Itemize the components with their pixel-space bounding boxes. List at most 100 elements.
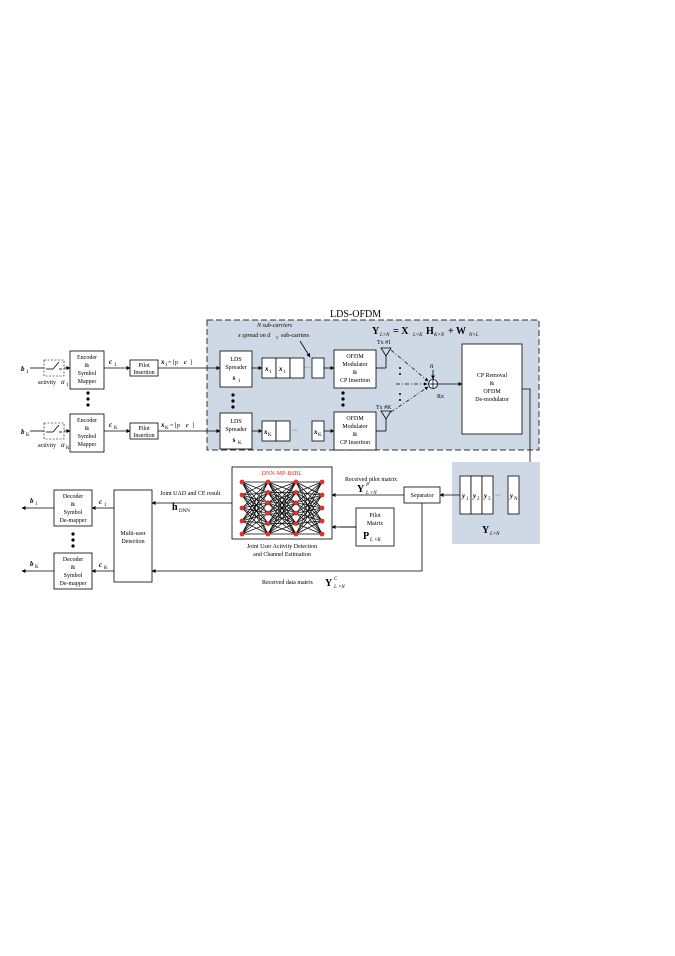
lds-1-s: s (233, 374, 236, 382)
nn-edge (241, 492, 269, 509)
pilot-k-l1: Pilot (138, 426, 150, 432)
user-dots-ofdm (341, 391, 345, 407)
nn-edge (241, 502, 269, 535)
pilot-matrix-p: P (363, 531, 369, 542)
alphak: α (61, 441, 65, 449)
cell-k-2 (275, 420, 291, 442)
cell-1-2-label: x (278, 365, 283, 373)
encoder-1-l1: Encoder (77, 355, 97, 361)
nn-neuron (239, 479, 245, 485)
dnn-label: DNN-MP-BSBL (262, 471, 303, 477)
nn-neuron (265, 490, 271, 495)
nn-neuron (319, 492, 325, 498)
nn-neuron (265, 531, 271, 537)
ofdm-k-l2: Modulator (342, 424, 367, 430)
nn-neuron (265, 510, 271, 516)
nn-edge (295, 494, 323, 504)
channel-path-k (390, 386, 429, 413)
svg-text:x: x (160, 358, 165, 366)
b1-sub: 1 (26, 370, 29, 375)
nn-edge (241, 512, 269, 535)
ck-label: c (109, 421, 112, 429)
b1-label: b (21, 365, 25, 373)
dnn-caption-1: Joint User Activity Detection (247, 544, 317, 550)
nn-edge (241, 492, 269, 535)
svg-text:H: H (426, 326, 434, 337)
dnn-caption-2: and Channel Estimation (253, 552, 311, 558)
y-cell-3-sub: 3 (488, 497, 491, 502)
nn-edge (241, 520, 269, 535)
nn-edge (267, 481, 297, 514)
decoder-k-l2: & (71, 565, 76, 571)
user-dots-left (86, 391, 90, 407)
y-cell-dots: ··· (495, 493, 501, 499)
svg-text:×N: ×N (338, 585, 345, 590)
svg-text:Y: Y (357, 484, 365, 495)
encoder-k-box (69, 413, 105, 453)
nn-edge (295, 502, 323, 509)
decoder-k-box (53, 552, 93, 590)
nn-edge (241, 502, 269, 522)
svg-text:v: v (276, 336, 279, 341)
encoder-k-l4: Mapper (78, 442, 97, 448)
svg-text:L: L (365, 491, 369, 496)
svg-text:1: 1 (165, 363, 168, 368)
nn-edge (241, 520, 269, 524)
decoder-k-l1: Decoder (63, 557, 83, 563)
nn-edge (241, 494, 269, 504)
pilot-k-l2: Insertion (133, 433, 154, 439)
nn-edge (241, 507, 269, 524)
nn-edge (241, 492, 269, 496)
channel-dots (399, 367, 401, 401)
lds-1-l1: LDS (230, 357, 241, 363)
svg-text:K×N: K×N (433, 333, 445, 338)
svg-text:h: h (172, 502, 178, 513)
nn-neuron (265, 479, 271, 485)
cell-1-1-label: x (264, 365, 269, 373)
nn-edge (295, 481, 323, 535)
mud-l1: Multi-user (120, 531, 145, 537)
y-cell-1-label: y (461, 492, 466, 500)
channel-path-1 (390, 349, 429, 382)
cell-1-3 (289, 357, 305, 379)
nn-edge (295, 520, 323, 524)
nn-edge (267, 492, 297, 535)
svg-text:= [p: = [p (170, 423, 180, 429)
svg-text:]: ] (190, 360, 192, 366)
decoder-dots (71, 532, 75, 548)
nn-edge (295, 492, 323, 522)
cell-k-1-sub: K (268, 433, 272, 438)
c-hat-1-label: c (99, 498, 102, 506)
n-subcarriers-label: N sub-carriers (256, 323, 293, 329)
separator-label: Separator (411, 493, 434, 499)
nn-edge (267, 481, 297, 493)
encoder-1-box (69, 350, 105, 390)
cp-l2: & (490, 381, 495, 387)
nn-neuron (239, 531, 245, 537)
nn-neuron (239, 505, 245, 511)
c1-sub: 1 (114, 363, 117, 368)
pilot-1-l1: Pilot (138, 363, 150, 369)
received-data-label: Received data matrix (262, 580, 313, 586)
cell-1-4 (311, 357, 325, 379)
b-hat-1-label: b (30, 497, 34, 505)
decoder-k-l4: De-mapper (60, 581, 87, 587)
lds-spreader-1-box (219, 350, 253, 388)
ofdm-k-l3: & (353, 432, 358, 438)
svg-text:L: L (333, 585, 337, 590)
mud-l2: Detection (121, 539, 144, 545)
pilot-matrix-box (355, 507, 395, 547)
nn-neuron (239, 518, 245, 524)
nn-edge (295, 520, 323, 535)
lds-k-s: s (233, 436, 236, 444)
lds-k-l1: LDS (230, 419, 241, 425)
spread-arrow (299, 340, 311, 358)
received-pilot-label: Received pilot matrix (345, 477, 397, 483)
svg-text:x: x (160, 421, 165, 429)
nn-edge (295, 481, 323, 504)
nn-edge (241, 502, 269, 509)
antenna-1-icon (380, 347, 392, 357)
multi-user-detection-box (113, 489, 153, 583)
svg-text:K: K (165, 426, 169, 431)
